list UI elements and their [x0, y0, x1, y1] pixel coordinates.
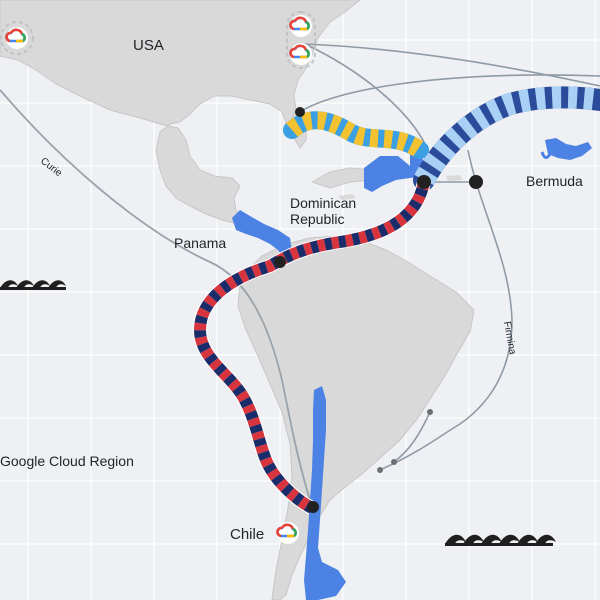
south-america-land — [237, 235, 475, 600]
humboldt-cable-red — [193, 180, 430, 514]
existing-cables — [299, 43, 600, 471]
jamaica-land — [338, 194, 356, 200]
node-panama — [274, 256, 286, 268]
node-uruguay — [377, 467, 383, 473]
label-usa: USA — [133, 37, 164, 54]
dominican-republic-highlight — [364, 150, 424, 192]
label-bermuda: Bermuda — [526, 173, 583, 189]
google-cloud-icon — [286, 11, 316, 69]
node-florida — [295, 107, 305, 117]
label-dominican-republic-line1: Dominican — [290, 195, 356, 211]
label-dominican-republic-line2: Republic — [290, 211, 344, 227]
humboldt-cable-navy — [193, 180, 430, 514]
node-puerto-rico — [469, 175, 483, 189]
nuvem-cable-pattern — [414, 86, 600, 186]
caribbean-cable-pattern — [286, 111, 426, 158]
puerto-rico-land — [446, 175, 462, 181]
label-chile: Chile — [230, 526, 264, 543]
bermuda-highlight — [545, 138, 592, 160]
wave-icon — [0, 280, 66, 290]
google-cloud-icon — [275, 520, 301, 546]
node-dominican-republic — [417, 175, 431, 189]
label-panama: Panama — [174, 235, 226, 251]
chile-highlight — [304, 386, 346, 600]
north-america-land — [0, 0, 361, 225]
panama-highlight — [232, 210, 292, 258]
node-brazil-1 — [427, 409, 433, 415]
curie-cable — [0, 89, 313, 507]
legend-google-cloud-region: Google Cloud Region — [0, 453, 134, 469]
node-chile — [307, 501, 319, 513]
google-cloud-icon — [0, 21, 34, 55]
wave-icon — [445, 534, 556, 546]
node-brazil-2 — [391, 459, 397, 465]
bermuda-hook — [540, 149, 554, 159]
